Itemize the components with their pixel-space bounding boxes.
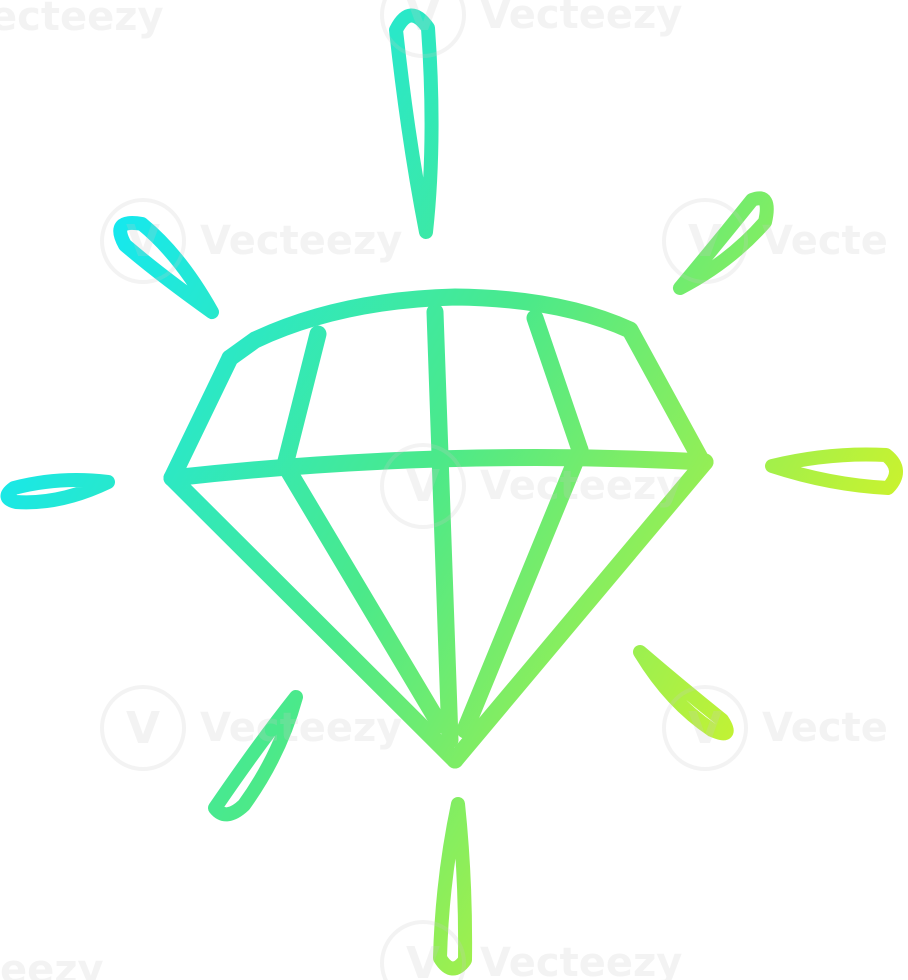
diamond-pavilion-right [446,453,714,769]
diamond-left-crown-edge [163,349,239,487]
sparkle-ray-top-left [113,216,219,319]
diamond-pavilion-left [163,469,464,769]
diamond-pavilion-facet-3 [456,441,589,739]
diamond-crown-facet-2 [426,303,449,464]
sparkle-ray-bottom [433,797,473,976]
diamond-pavilion-facet-1 [276,456,449,734]
sparkle-ray-left [0,473,115,510]
sparkle-ray-top-right [673,191,774,295]
diamond-crown-facet-1 [276,325,327,474]
diamond-crown-facet-3 [526,309,589,459]
sparkle-ray-bottom-right [633,645,734,741]
diamond-pavilion-facet-2 [431,446,459,749]
sparkle-ray-bottom-left [208,690,303,822]
diamond-crown-outline [221,288,709,467]
sparkle-ray-right [765,447,903,495]
sparkle-ray-top [389,8,439,239]
